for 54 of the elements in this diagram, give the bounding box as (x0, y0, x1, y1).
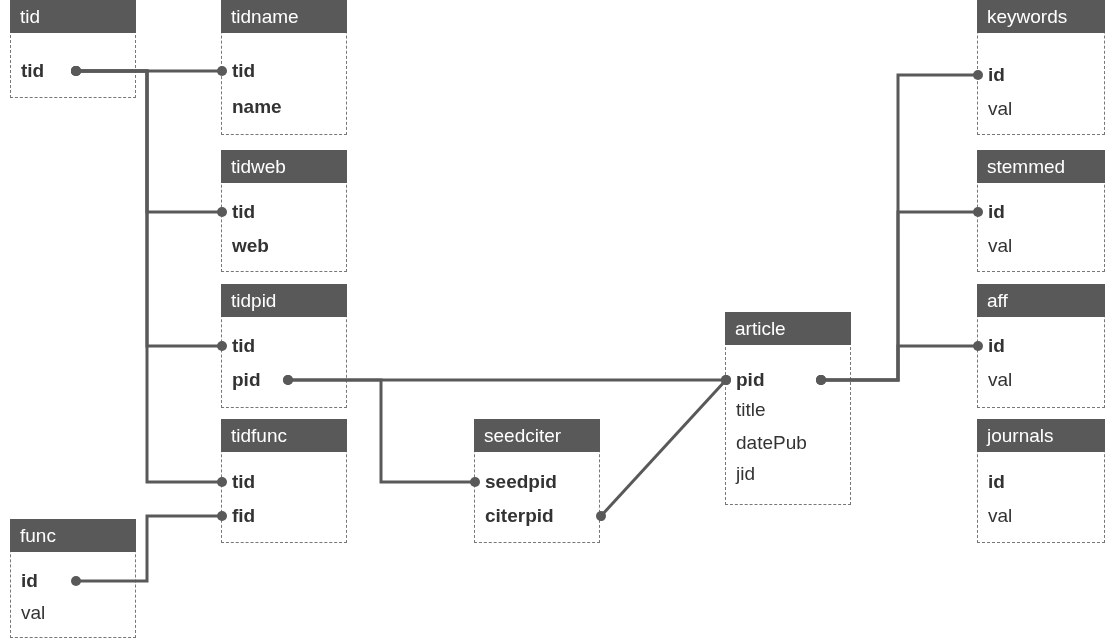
key-field: tid (222, 197, 338, 227)
connector-line (283, 375, 480, 487)
table-header: func (10, 519, 136, 552)
table-header: aff (977, 284, 1105, 317)
table-box (10, 519, 136, 638)
table-box (221, 284, 347, 408)
key-field: id (978, 331, 1096, 361)
table-box (221, 419, 347, 543)
table-box (221, 150, 347, 272)
key-field: web (222, 231, 338, 261)
table-box (977, 284, 1105, 408)
key-field: name (222, 92, 338, 122)
table-header: tidfunc (221, 419, 347, 452)
field-name: val (11, 598, 127, 628)
table-box (977, 419, 1105, 543)
field-name: val (978, 365, 1096, 395)
key-field: id (978, 60, 1096, 90)
key-field: fid (222, 501, 338, 531)
key-field: tid (222, 331, 338, 361)
table-box (977, 150, 1105, 272)
table-header: tidname (221, 0, 347, 33)
table-header: article (725, 312, 851, 345)
field-name: val (978, 501, 1096, 531)
field-name: val (978, 231, 1096, 261)
field-name: val (978, 94, 1096, 124)
key-field: pid (222, 365, 288, 395)
key-field: id (978, 197, 1096, 227)
table-header: seedciter (474, 419, 600, 452)
connector-line (816, 341, 983, 385)
key-field: id (11, 566, 76, 596)
table-header: keywords (977, 0, 1105, 33)
table-box (221, 0, 347, 135)
table-box (977, 0, 1105, 135)
connector-line (596, 375, 731, 521)
key-field: id (978, 467, 1096, 497)
key-field: tid (11, 56, 76, 86)
table-box (474, 419, 600, 543)
connector-line (71, 66, 227, 487)
field-name: datePub (726, 428, 842, 458)
table-header: tidweb (221, 150, 347, 183)
table-header: stemmed (977, 150, 1105, 183)
key-field: seedpid (475, 467, 591, 497)
key-field: tid (222, 56, 338, 86)
table-box (725, 312, 851, 505)
table-header: tidpid (221, 284, 347, 317)
key-field: tid (222, 467, 338, 497)
table-header: journals (977, 419, 1105, 452)
key-field: pid (726, 365, 821, 395)
key-field: citerpid (475, 501, 601, 531)
field-name: jid (726, 459, 842, 489)
field-name: title (726, 395, 842, 425)
connector-line (71, 511, 227, 586)
table-header: tid (10, 0, 136, 33)
table-box (10, 0, 136, 98)
